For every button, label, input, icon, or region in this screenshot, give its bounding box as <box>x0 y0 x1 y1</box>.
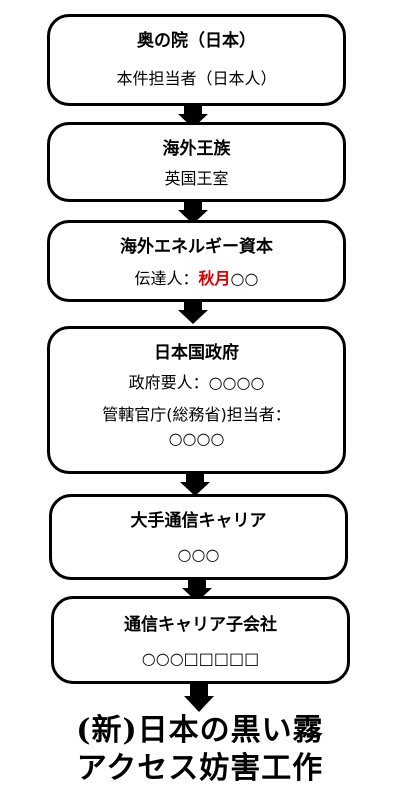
footer-title: (新)日本の黒い霧 アクセス妨害工作 <box>0 712 400 788</box>
box-title: 海外エネルギー資本 <box>120 237 273 257</box>
box-carrier-subsidiary: 通信キャリア子会社 ○○○□□□□□ <box>51 596 350 684</box>
box-title: 海外王族 <box>162 139 231 159</box>
down-arrow-icon <box>178 104 208 128</box>
box-line: ○○○○ <box>168 429 225 448</box>
down-arrow-icon <box>178 200 208 224</box>
down-arrow-icon <box>184 682 214 712</box>
box-line: ○○○□□□□□ <box>141 649 260 668</box>
messenger-label: 伝達人： <box>134 269 199 288</box>
footer-line-2: アクセス妨害工作 <box>76 751 324 786</box>
box-line-messenger: 伝達人：秋月○○ <box>50 269 343 289</box>
box-line: ○○○ <box>177 545 220 564</box>
box-line: 政府要人：○○○○ <box>128 373 265 392</box>
box-line: 本件担当者（日本人） <box>116 69 277 88</box>
box-oku-no-in: 奥の院（日本） 本件担当者（日本人） <box>47 14 346 106</box>
box-title: 奥の院（日本） <box>137 31 256 51</box>
down-arrow-icon <box>180 472 210 496</box>
down-arrow-icon <box>178 300 208 324</box>
box-overseas-energy-capital: 海外エネルギー資本 伝達人：秋月○○ <box>47 220 346 302</box>
box-japan-government: 日本国政府 政府要人：○○○○ 管轄官庁(総務省)担当者： ○○○○ <box>47 326 346 474</box>
footer-line-1: (新)日本の黒い霧 <box>76 713 324 748</box>
down-arrow-icon <box>182 578 212 602</box>
messenger-suffix: ○○ <box>230 269 259 288</box>
box-line: 英国王室 <box>164 169 229 188</box>
box-title: 日本国政府 <box>154 343 239 363</box>
box-line: 管轄官庁(総務省)担当者： <box>102 405 291 424</box>
messenger-highlight: 秋月 <box>198 269 231 288</box>
box-title: 通信キャリア子会社 <box>124 615 277 635</box>
box-major-carrier: 大手通信キャリア ○○○ <box>49 494 348 580</box>
box-title: 大手通信キャリア <box>130 511 267 531</box>
box-overseas-royals: 海外王族 英国王室 <box>47 122 346 202</box>
